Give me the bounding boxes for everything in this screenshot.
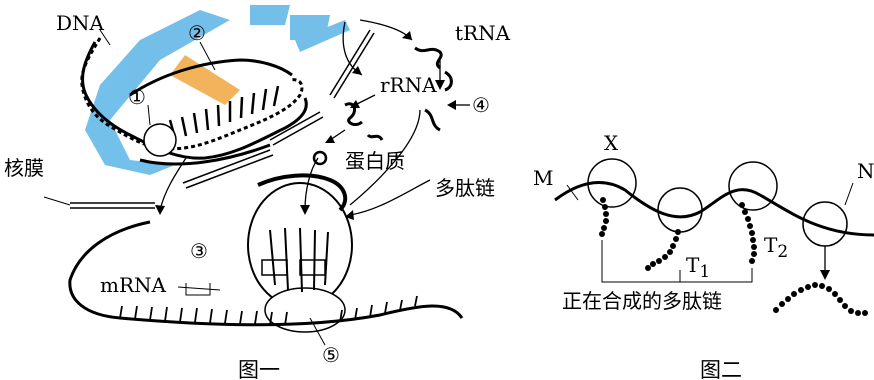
label-t2: T2 <box>764 233 788 262</box>
figure-1: DNA tRNA rRNA 核膜 蛋白质 多肽链 mRNA ① ② ③ ④ ⑤ … <box>4 11 511 380</box>
label-mrna: mRNA <box>100 273 167 297</box>
label-protein: 蛋白质 <box>345 149 405 173</box>
bracket-lines <box>566 182 854 283</box>
label-rrna: rRNA <box>380 73 437 97</box>
label-n: N <box>857 159 874 183</box>
mrna-wave <box>554 181 874 237</box>
label-trna: tRNA <box>455 21 511 45</box>
caption-figure-1: 图一 <box>238 358 280 380</box>
label-t1-subscript: 1 <box>699 262 710 282</box>
mark-4: ④ <box>472 93 490 117</box>
label-polypeptide: 多肽链 <box>435 176 495 200</box>
mark-5: ⑤ <box>322 343 340 367</box>
polypeptide-chains <box>599 197 868 316</box>
mrna-strand <box>68 220 464 327</box>
label-t2-subscript: 2 <box>777 242 788 262</box>
label-x: X <box>604 131 619 155</box>
mark-2: ② <box>188 21 206 45</box>
label-m: M <box>533 166 553 190</box>
rna-polymerase <box>143 123 177 157</box>
ribosome <box>247 173 353 333</box>
label-dna: DNA <box>56 11 105 35</box>
leader-lines-fig1 <box>43 29 326 346</box>
mark-1: ① <box>128 85 146 109</box>
trna-molecules <box>312 46 453 166</box>
caption-figure-2: 图二 <box>700 358 742 380</box>
figure-2: X M N T1 T2 正在合成的多肽链 图二 <box>533 131 874 380</box>
release-arrow <box>820 246 830 280</box>
label-nuclear-membrane: 核膜 <box>4 156 44 180</box>
watermark-logo <box>85 5 350 175</box>
label-t1: T1 <box>686 253 710 282</box>
mark-3: ③ <box>190 239 208 263</box>
label-synthesizing-chain: 正在合成的多肽链 <box>562 289 722 313</box>
arrows-fig1 <box>159 19 470 216</box>
ribosomes-fig2 <box>587 158 848 247</box>
arrowheads-fig1 <box>155 31 456 220</box>
